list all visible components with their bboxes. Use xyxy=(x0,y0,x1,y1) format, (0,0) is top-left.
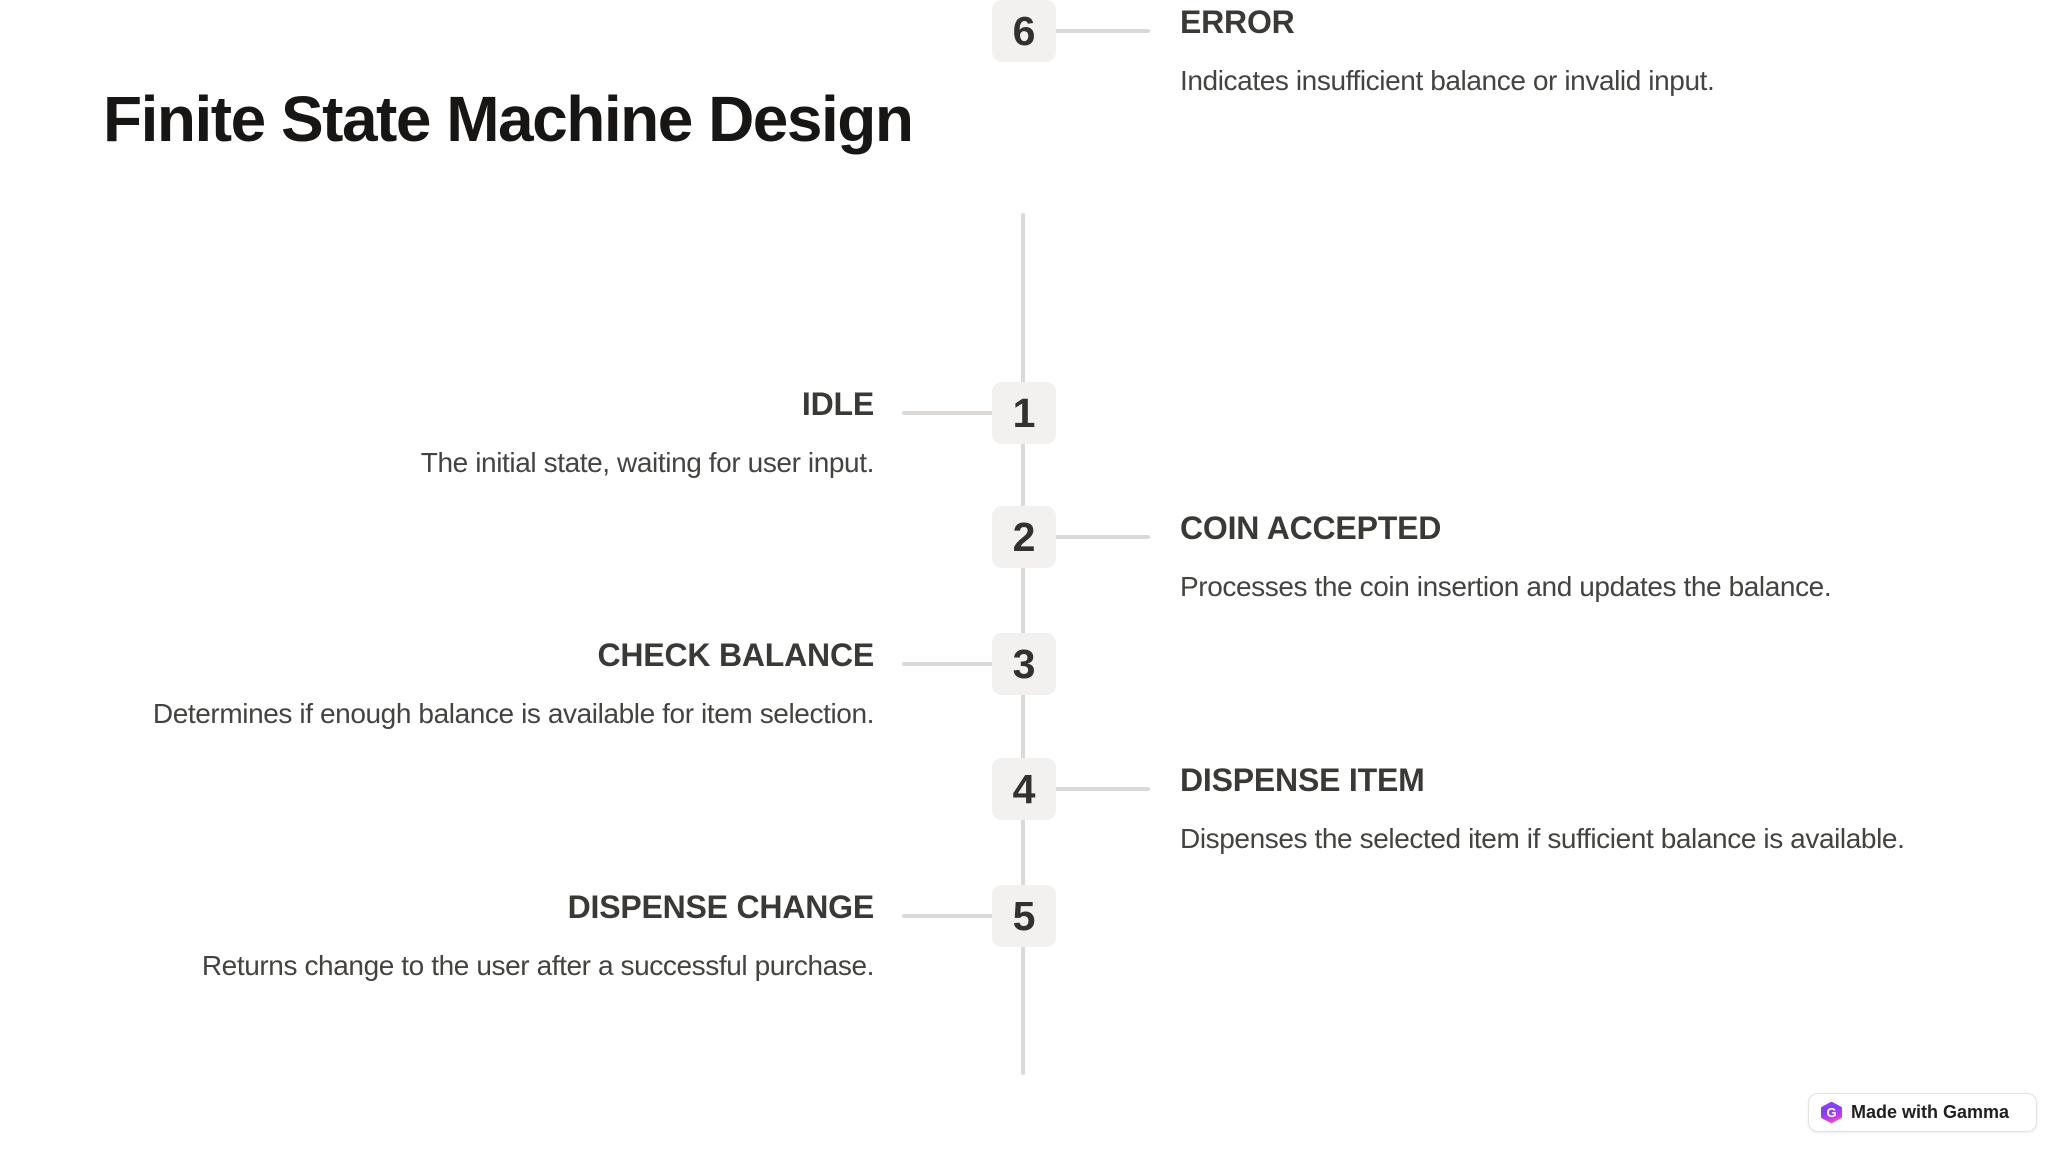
connector-line xyxy=(1054,787,1150,791)
connector-line xyxy=(1054,535,1150,539)
timeline-item-check-balance: CHECK BALANCE Determines if enough balan… xyxy=(0,633,2048,729)
timeline-item-text: DISPENSE CHANGE Returns change to the us… xyxy=(60,889,875,982)
connector-line xyxy=(902,914,994,918)
timeline-item-description: The initial state, waiting for user inpu… xyxy=(420,447,875,478)
timeline-item-text: COIN ACCEPTED Processes the coin inserti… xyxy=(1180,511,1998,603)
step-number-badge: 4 xyxy=(992,758,1056,820)
timeline-item-idle: IDLE The initial state, waiting for user… xyxy=(0,382,2048,478)
page-title: Finite State Machine Design xyxy=(103,83,914,155)
step-number: 6 xyxy=(1012,7,1036,54)
timeline-item-description: Returns change to the user after a succe… xyxy=(201,950,875,981)
step-number-badge: 6 xyxy=(992,0,1056,62)
gamma-logo-icon: G xyxy=(1821,1101,1842,1124)
timeline-item-title: DISPENSE ITEM xyxy=(1180,762,1425,798)
gamma-logo-letter: G xyxy=(1826,1105,1837,1120)
connector-line xyxy=(902,662,994,666)
connector-line xyxy=(902,411,994,415)
step-number-badge: 2 xyxy=(992,506,1056,568)
step-number: 1 xyxy=(1012,389,1036,436)
timeline-item-error: ERROR Indicates insufficient balance or … xyxy=(0,0,2048,96)
timeline-item-title: IDLE xyxy=(801,386,874,422)
timeline-item-text: ERROR Indicates insufficient balance or … xyxy=(1180,5,1998,97)
timeline-item-title: DISPENSE CHANGE xyxy=(567,889,875,925)
step-number-badge: 5 xyxy=(992,885,1056,947)
timeline-item-title: ERROR xyxy=(1180,4,1295,40)
timeline-item-description: Processes the coin insertion and updates… xyxy=(1180,571,1832,602)
connector-line xyxy=(1054,29,1150,33)
timeline-item-coin-accepted: COIN ACCEPTED Processes the coin inserti… xyxy=(0,506,2048,602)
step-number: 4 xyxy=(1012,765,1036,812)
timeline-item-dispense-item: DISPENSE ITEM Dispenses the selected ite… xyxy=(0,758,2048,854)
timeline-item-description: Determines if enough balance is availabl… xyxy=(152,698,875,729)
timeline-item-description: Dispenses the selected item if sufficien… xyxy=(1180,823,1905,854)
step-number-badge: 3 xyxy=(992,633,1056,695)
step-number: 2 xyxy=(1012,513,1036,560)
made-with-gamma-badge[interactable]: G Made with Gamma xyxy=(1808,1093,2037,1132)
timeline-item-text: DISPENSE ITEM Dispenses the selected ite… xyxy=(1180,763,1998,855)
timeline-item-description: Indicates insufficient balance or invali… xyxy=(1180,65,1715,96)
made-with-gamma-label: Made with Gamma xyxy=(1851,1102,2010,1122)
step-number-badge: 1 xyxy=(992,382,1056,444)
step-number: 3 xyxy=(1012,640,1036,687)
timeline-item-text: IDLE The initial state, waiting for user… xyxy=(60,386,875,479)
timeline-item-title: CHECK BALANCE xyxy=(597,637,874,673)
timeline-item-dispense-change: DISPENSE CHANGE Returns change to the us… xyxy=(0,885,2048,981)
timeline-item-title: COIN ACCEPTED xyxy=(1180,510,1442,546)
step-number: 5 xyxy=(1012,892,1036,939)
timeline-item-text: CHECK BALANCE Determines if enough balan… xyxy=(60,637,875,730)
